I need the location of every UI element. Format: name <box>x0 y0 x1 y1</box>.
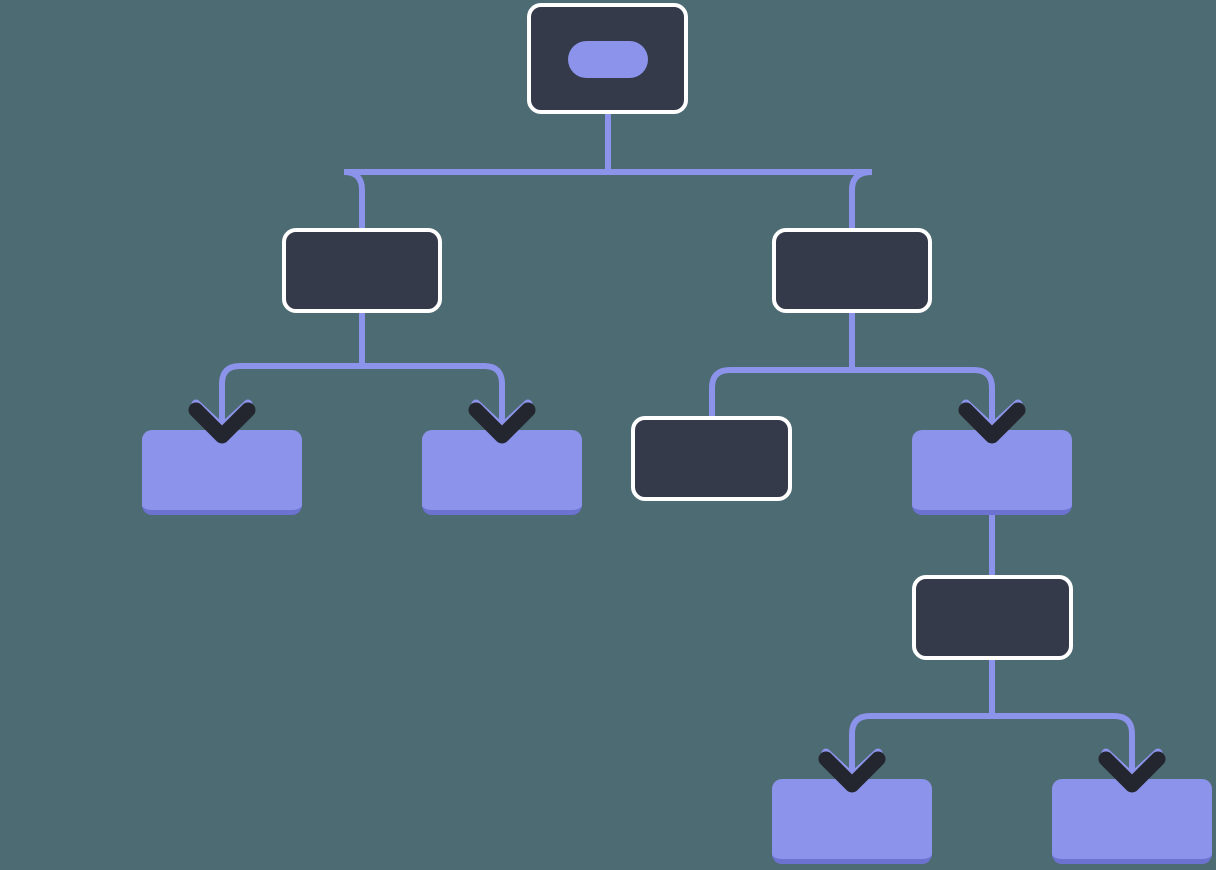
node-n-r1-b-1-a[interactable] <box>772 779 932 864</box>
node-n-l1-b[interactable] <box>422 430 582 515</box>
node-n-r1-b[interactable] <box>912 430 1072 515</box>
node-n-l1-a[interactable] <box>142 430 302 515</box>
edge-connector <box>709 367 995 430</box>
node-n-r1-b-1-b[interactable] <box>1052 779 1212 864</box>
node-n-r1-a[interactable] <box>631 416 792 501</box>
edge-connector <box>343 169 873 228</box>
node-n-r1-b-1[interactable] <box>912 575 1073 660</box>
node-n-r1[interactable] <box>772 228 932 313</box>
edge-connector <box>219 363 505 430</box>
node-pill-badge <box>568 41 648 78</box>
node-n-l1[interactable] <box>282 228 442 313</box>
edge-connector <box>849 713 1135 779</box>
node-root[interactable] <box>527 3 688 114</box>
